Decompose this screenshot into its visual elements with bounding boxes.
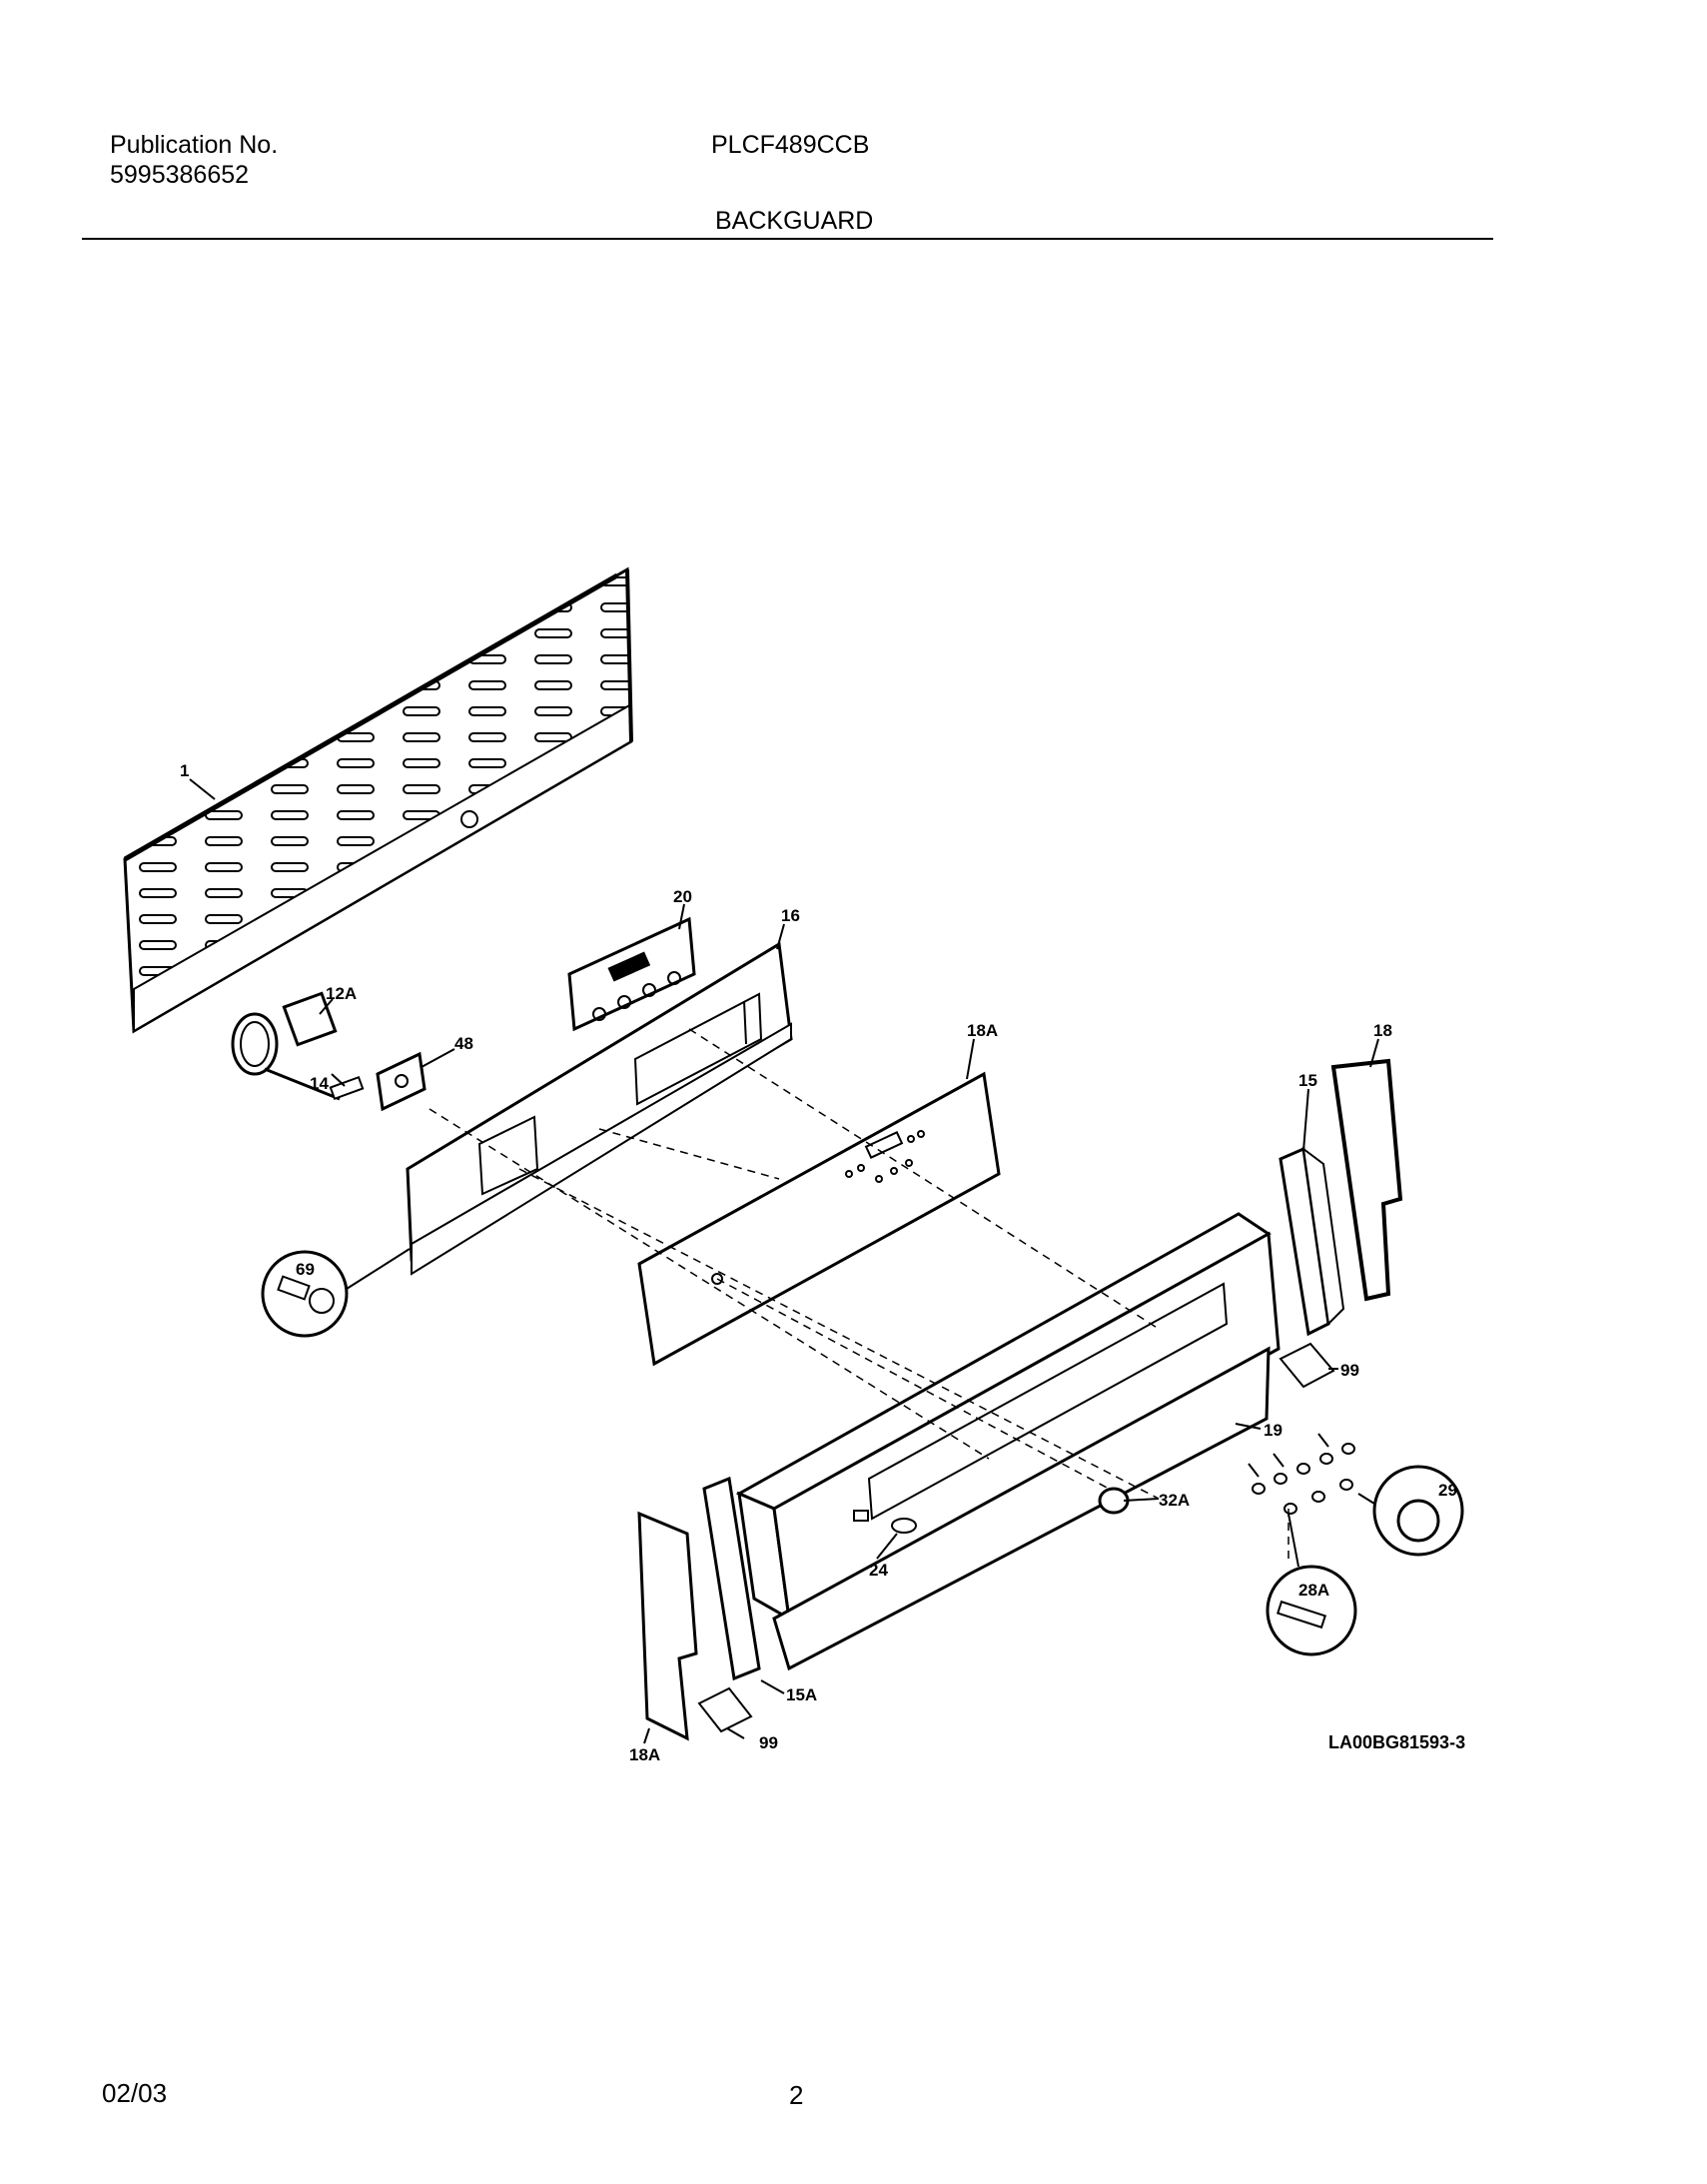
label-part-12A: 12A	[326, 984, 357, 1003]
left-end-trim-part-18A	[637, 1511, 698, 1741]
publication-label: Publication No.	[110, 131, 279, 159]
label-part-18: 18	[1373, 1021, 1392, 1040]
screw-group	[1248, 1433, 1355, 1515]
label-part-16: 16	[781, 906, 800, 925]
label-part-15A: 15A	[786, 1685, 817, 1704]
back-panel-part-1	[123, 566, 633, 1034]
right-foot-part-99	[1279, 1342, 1335, 1389]
label-part-29: 29	[1438, 1481, 1457, 1500]
label-part-69: 69	[296, 1260, 315, 1279]
header-rule	[82, 238, 1493, 240]
callout-69	[261, 1248, 411, 1338]
label-part-20: 20	[673, 887, 692, 906]
page-number: 2	[789, 2080, 804, 2110]
label-part-99-left: 99	[759, 1733, 778, 1752]
label-part-15: 15	[1298, 1071, 1317, 1090]
label-part-19: 19	[1264, 1421, 1282, 1440]
thermostat-part-12A	[231, 991, 341, 1101]
label-part-14: 14	[310, 1074, 329, 1093]
callout-29	[1357, 1465, 1464, 1557]
right-end-trim-part-18	[1330, 1058, 1403, 1302]
label-part-32A: 32A	[1159, 1491, 1190, 1510]
switch-part-24	[891, 1518, 917, 1534]
callout-28A	[1266, 1513, 1357, 1656]
publication-number: 5995386652	[110, 161, 250, 189]
model-number: PLCF489CCB	[711, 131, 870, 159]
assembly-lines	[428, 1028, 1289, 1559]
bracket-part-48	[376, 1051, 427, 1112]
label-part-48: 48	[454, 1034, 473, 1053]
leader-lines	[189, 778, 1379, 1744]
right-bracket-part-15	[1279, 1146, 1345, 1337]
label-part-28A: 28A	[1298, 1581, 1329, 1600]
overlay-panel-part-18A	[637, 1071, 1001, 1367]
label-part-18A-panel: 18A	[967, 1021, 998, 1040]
section-title: BACKGUARD	[715, 207, 874, 235]
control-board-part-20	[567, 916, 696, 1032]
probe-part-14	[329, 1075, 365, 1101]
knob-part-32A	[1098, 1487, 1130, 1515]
left-bracket-part-15A	[702, 1476, 761, 1681]
drawing-code: LA00BG81593-3	[1328, 1732, 1465, 1752]
backguard-housing-part-19	[735, 1212, 1280, 1671]
label-part-24: 24	[869, 1561, 888, 1580]
control-panel-part-16	[406, 941, 793, 1276]
footer-date: 02/03	[102, 2078, 168, 2108]
label-part-1: 1	[180, 761, 189, 780]
label-part-18A-left: 18A	[629, 1745, 660, 1764]
left-foot-part-99	[697, 1686, 753, 1733]
label-part-99-right: 99	[1340, 1361, 1359, 1380]
